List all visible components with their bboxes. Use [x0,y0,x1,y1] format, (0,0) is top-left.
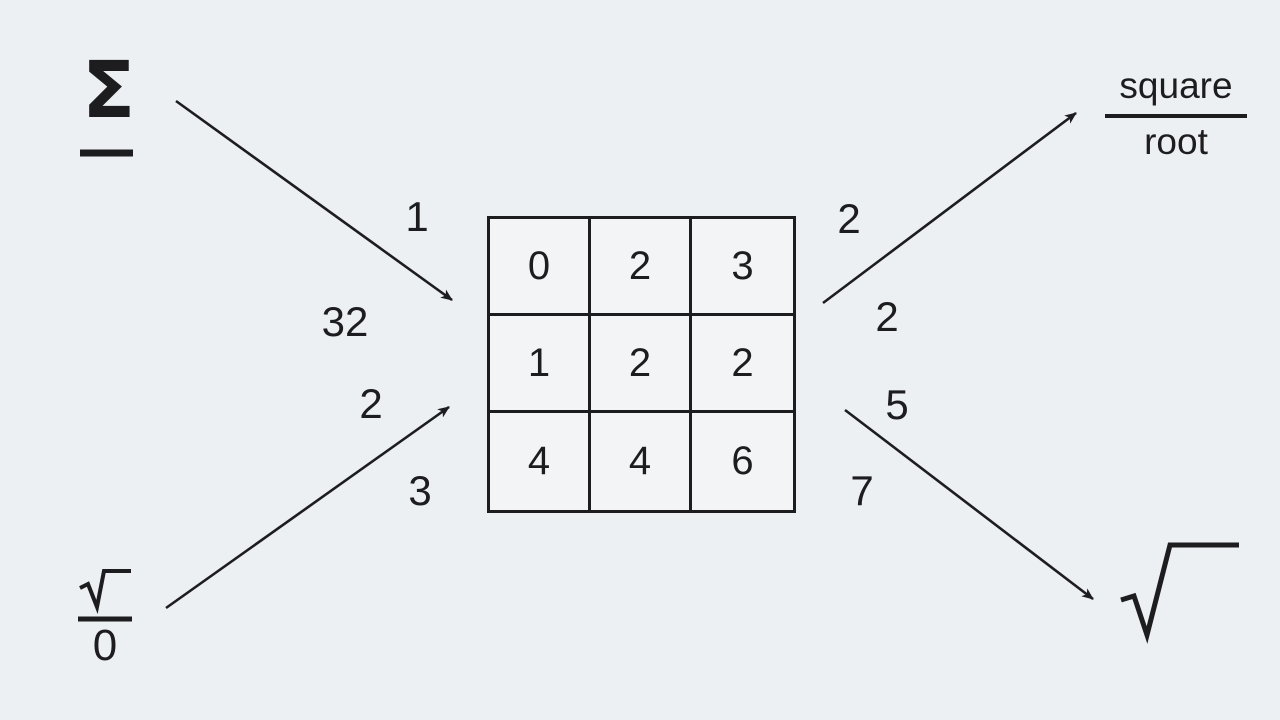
number-grid: 0 2 3 1 2 2 4 4 6 [487,216,796,513]
edge-label-left-3: 3 [408,467,432,514]
edge-label-left-2: 2 [359,380,383,427]
grid-cell: 6 [731,439,754,483]
arrow-sum-to-grid [175,99,453,302]
arrow-grid-to-radical [844,408,1094,601]
grid-cell: 3 [692,219,793,316]
square-root-node: square root [1105,65,1247,162]
square-root-top-label: square [1119,65,1233,106]
radical-icon [1120,542,1239,644]
grid-cell: 0 [490,219,591,316]
edge-label-right-2b: 2 [875,293,899,340]
sqrt-icon [79,569,131,615]
grid-cell: 4 [490,413,591,510]
arrow-sqrt-zero-to-grid [165,405,450,610]
edge-label-right-2a: 2 [837,195,861,242]
edge-label-right-5: 5 [885,381,909,428]
edge-label-left-1: 1 [405,193,429,240]
edge-label-left-32: 32 [321,298,369,345]
square-root-bottom-label: root [1144,120,1208,162]
grid-cell: 2 [591,316,692,413]
sum-symbol: Σ [82,46,136,136]
arrow-grid-to-square-root [822,111,1077,305]
square-root-fraction-bar [1105,113,1247,118]
sqrt-zero-denominator: 0 [92,621,118,670]
grid-cell: 2 [591,219,692,316]
grid-cell: 4 [591,413,692,510]
edge-label-right-7: 7 [850,467,874,514]
grid-cell: 1 [490,316,591,413]
grid-cell: 2 [692,316,793,413]
